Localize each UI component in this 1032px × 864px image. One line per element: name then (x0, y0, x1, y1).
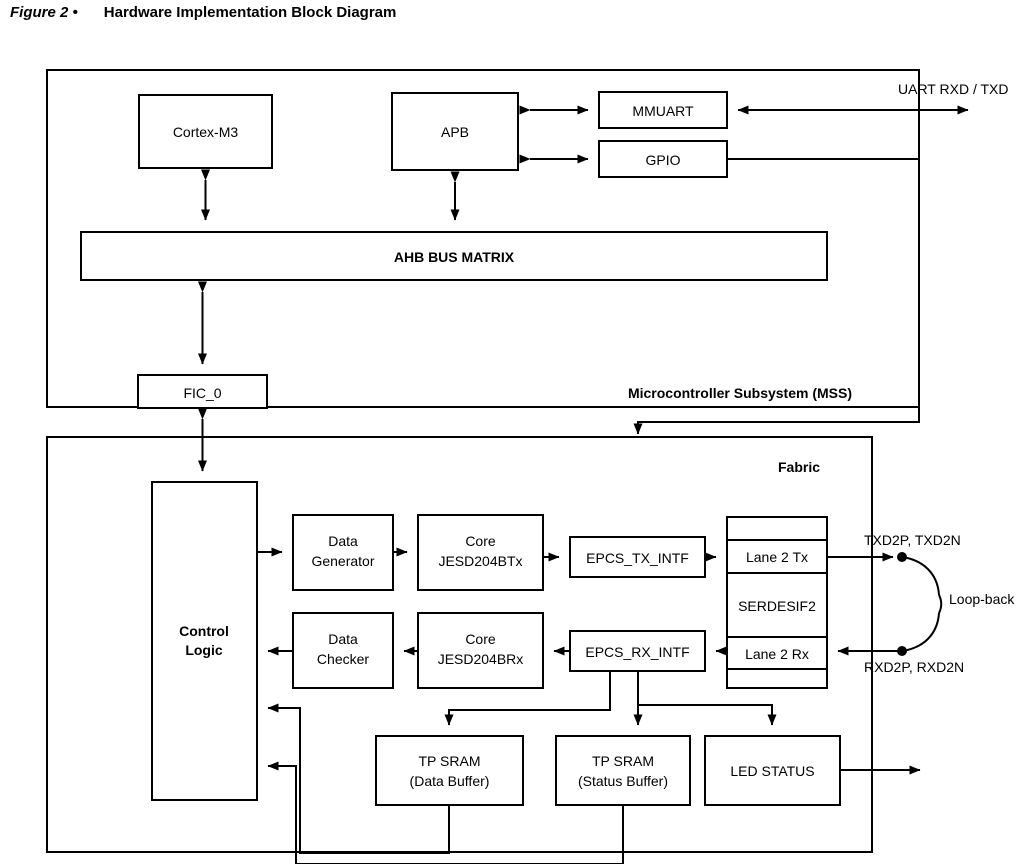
figure-caption: Figure 2 • Hardware Implementation Block … (10, 4, 1010, 34)
block-serdesif2[interactable] (726, 516, 828, 689)
block-core-jesd204btx-label-2: JESD204BTx (438, 553, 522, 569)
block-apb-label: APB (441, 124, 469, 140)
block-mmuart[interactable] (598, 91, 728, 129)
block-data-generator[interactable] (292, 514, 394, 591)
block-core-jesd204brx[interactable] (417, 612, 544, 689)
fabric-label: Fabric (778, 459, 820, 475)
signal-txd2-label: TXD2P, TXD2N (864, 532, 961, 548)
block-fic-0-label: FIC_0 (183, 385, 221, 401)
block-data-generator-label-2: Generator (311, 553, 374, 569)
block-tp-sram-data-buffer-label-1: TP SRAM (419, 753, 481, 769)
block-ahb-bus-matrix[interactable] (80, 231, 828, 281)
block-apb[interactable] (391, 92, 519, 171)
block-epcs-tx-intf[interactable] (569, 536, 706, 578)
block-core-jesd204btx[interactable] (417, 514, 544, 591)
serdesif2-lane2-rx-label: Lane 2 Rx (745, 646, 809, 662)
block-data-checker[interactable] (292, 612, 394, 689)
wire-gpio-fabric (633, 158, 920, 435)
block-data-checker-label-1: Data (328, 631, 358, 647)
block-led-status-label: LED STATUS (730, 763, 814, 779)
block-control-logic[interactable] (151, 481, 258, 801)
block-tp-sram-data-buffer-label-2: (Data Buffer) (410, 773, 490, 789)
block-tp-sram-status-buffer-label-1: TP SRAM (592, 753, 654, 769)
block-epcs-tx-intf-label: EPCS_TX_INTF (586, 550, 689, 566)
wire-tpsram-status-control (267, 761, 624, 864)
block-core-jesd204btx-label-1: Core (465, 533, 496, 549)
serdesif2-lane2-tx-label: Lane 2 Tx (746, 549, 808, 565)
figure-number: Figure 2 • (10, 4, 78, 21)
block-tp-sram-data-buffer[interactable] (375, 735, 524, 806)
block-tp-sram-status-buffer-label-2: (Status Buffer) (578, 773, 668, 789)
txd2-node-dot (897, 552, 907, 562)
signal-uart-label: UART RXD / TXD (898, 81, 1008, 97)
loopback-arc-middle (938, 594, 943, 614)
wire-tpsram-data-control (267, 703, 450, 854)
block-control-logic-label-1: Control (179, 623, 229, 639)
loopback-arc-top (902, 556, 940, 596)
block-data-checker-label-2: Checker (317, 651, 369, 667)
fabric-container (46, 436, 873, 853)
loopback-arc-bottom (902, 612, 940, 652)
block-tp-sram-status-buffer[interactable] (555, 735, 691, 806)
block-epcs-rx-intf[interactable] (569, 630, 706, 672)
block-mmuart-label: MMUART (632, 103, 694, 119)
block-ahb-bus-matrix-label: AHB BUS MATRIX (394, 249, 515, 265)
wire-epcsrx-led-status (638, 704, 777, 726)
block-cortex-m3-label: Cortex-M3 (173, 124, 239, 140)
block-data-generator-label-1: Data (328, 533, 358, 549)
block-fic-0[interactable] (137, 374, 268, 409)
block-core-jesd204brx-label-1: Core (465, 631, 496, 647)
block-control-logic-label-2: Logic (185, 642, 223, 658)
signal-loopback-label: Loop-back (949, 591, 1015, 607)
figure-title: Hardware Implementation Block Diagram (103, 4, 397, 21)
wire-epcsrx-tpsram-data (444, 671, 611, 726)
rxd2-node-dot (897, 646, 907, 656)
serdesif2-name-label: SERDESIF2 (738, 598, 816, 614)
block-gpio[interactable] (598, 140, 728, 178)
block-cortex-m3[interactable] (138, 94, 273, 169)
block-core-jesd204brx-label-2: JESD204BRx (438, 651, 524, 667)
block-gpio-label: GPIO (645, 152, 680, 168)
signal-rxd2-label: RXD2P, RXD2N (864, 659, 964, 675)
block-epcs-rx-intf-label: EPCS_RX_INTF (585, 644, 689, 660)
mss-label: Microcontroller Subsystem (MSS) (628, 385, 852, 401)
block-led-status[interactable] (704, 735, 841, 806)
